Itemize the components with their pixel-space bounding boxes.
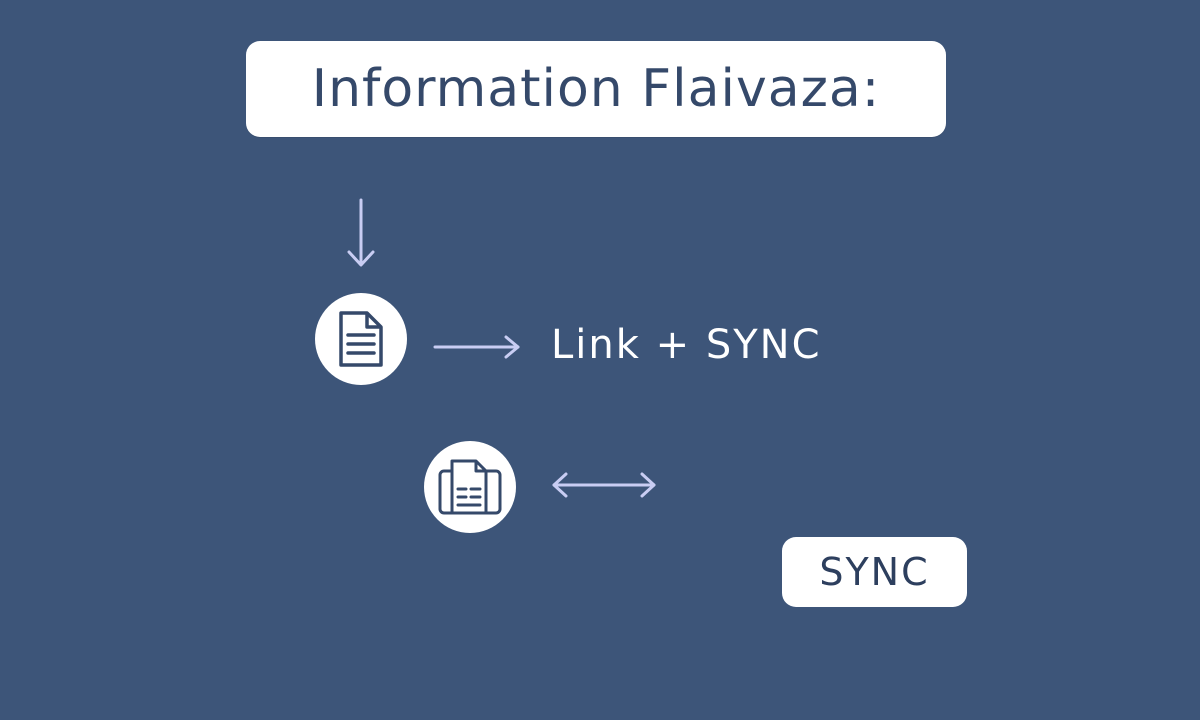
link-sync-label: Link + SYNC — [551, 322, 822, 368]
sync-button[interactable]: SYNC — [782, 537, 967, 607]
arrow-left-right-icon — [552, 472, 656, 498]
arrow-right-icon — [433, 335, 520, 359]
arrow-down-icon — [347, 198, 375, 267]
file-sync-node — [424, 441, 516, 533]
document-node — [315, 293, 407, 385]
diagram-title: Information Flaivaza: — [311, 59, 881, 119]
document-icon — [339, 311, 383, 367]
file-sync-icon — [438, 459, 502, 515]
title-box: Information Flaivaza: — [246, 41, 946, 137]
